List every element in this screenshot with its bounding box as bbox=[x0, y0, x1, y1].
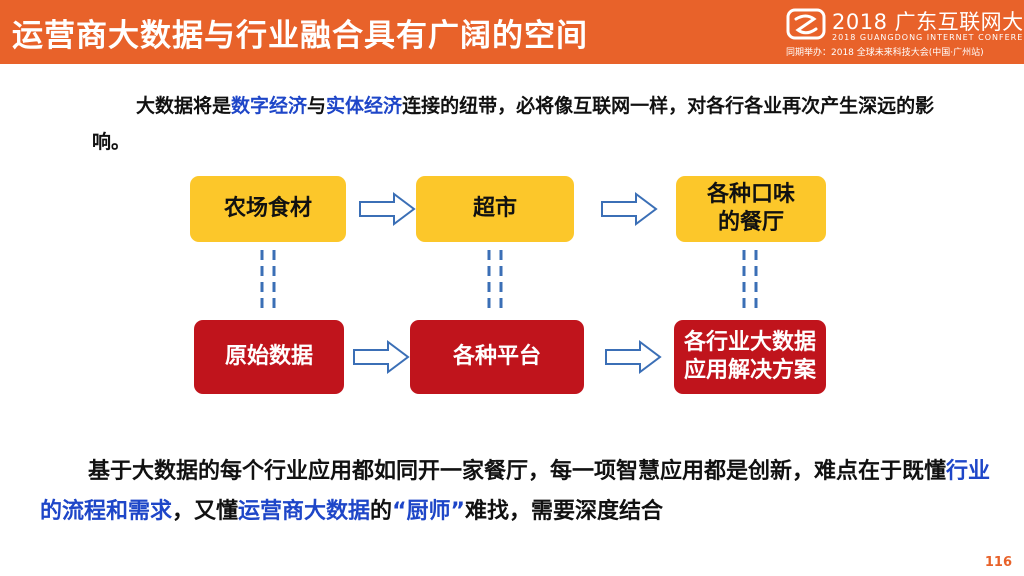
conclusion-text-3: 的 bbox=[370, 499, 393, 524]
box-label: 原始数据 bbox=[224, 344, 313, 369]
dashed-connector-icon bbox=[487, 250, 503, 314]
conclusion-text-1: 基于大数据的每个行业应用都如同开一家餐厅，每一项智慧应用都是创新，难点在于既懂 bbox=[88, 459, 947, 484]
arrow-right-icon bbox=[353, 340, 410, 374]
intro-highlight-real-economy: 实体经济 bbox=[326, 95, 403, 117]
conclusion-text-2: ，又懂 bbox=[172, 499, 239, 524]
intro-paragraph: 大数据将是数字经济与实体经济连接的纽带，必将像互联网一样，对各行各业再次产生深远… bbox=[92, 88, 972, 160]
arrow-right-icon bbox=[601, 192, 658, 226]
header-bar: 运营商大数据与行业融合具有广阔的空间 2018 广东互联网大会 2018 GUA… bbox=[0, 0, 1024, 64]
box-label: 农场食材 bbox=[223, 196, 312, 221]
conclusion-paragraph: 基于大数据的每个行业应用都如同开一家餐厅，每一项智慧应用都是创新，难点在于既懂行… bbox=[40, 452, 1000, 532]
intro-text-3: 连接的纽带，必将像互联网一样，对各行各业再次产生深远的影响。 bbox=[92, 95, 935, 153]
conclusion-highlight-operator-data: 运营商大数据 bbox=[238, 499, 371, 524]
logo-subtitle-en: 2018 GUANGDONG INTERNET CONFERENCE bbox=[832, 33, 1024, 42]
box-supermarket: 超市 bbox=[416, 176, 574, 242]
box-label: 各种口味的餐厅 bbox=[706, 182, 795, 235]
conference-logo-icon bbox=[786, 8, 826, 40]
box-raw-data: 原始数据 bbox=[194, 320, 344, 394]
box-label: 各行业大数据应用解决方案 bbox=[683, 330, 816, 383]
conclusion-highlight-industry: 行业的流程和需求 bbox=[40, 459, 991, 524]
box-farm-ingredients: 农场食材 bbox=[190, 176, 346, 242]
box-platforms: 各种平台 bbox=[410, 320, 584, 394]
dashed-connector-icon bbox=[742, 250, 758, 314]
logo-title: 2018 广东互联网大会 bbox=[832, 10, 1024, 34]
intro-text-2: 与 bbox=[307, 95, 327, 117]
intro-highlight-digital-economy: 数字经济 bbox=[231, 95, 308, 117]
conclusion-text-4: 难找，需要深度结合 bbox=[464, 499, 663, 524]
intro-text-1: 大数据将是 bbox=[136, 95, 232, 117]
box-industry-solutions: 各行业大数据应用解决方案 bbox=[674, 320, 826, 394]
box-label: 超市 bbox=[472, 196, 517, 221]
box-label: 各种平台 bbox=[452, 344, 541, 369]
dashed-connector-icon bbox=[260, 250, 276, 314]
conclusion-highlight-chef: “厨师” bbox=[392, 499, 465, 524]
arrow-right-icon bbox=[359, 192, 416, 226]
arrow-right-icon bbox=[605, 340, 662, 374]
box-restaurants: 各种口味的餐厅 bbox=[676, 176, 826, 242]
logo-subtitle-cn: 同期举办：2018 全球未来科技大会(中国·广州站) bbox=[786, 48, 984, 58]
page-number: 116 bbox=[984, 555, 1012, 570]
conference-logo: 2018 广东互联网大会 2018 GUANGDONG INTERNET CON… bbox=[786, 6, 1024, 60]
page-title: 运营商大数据与行业融合具有广阔的空间 bbox=[12, 18, 588, 54]
